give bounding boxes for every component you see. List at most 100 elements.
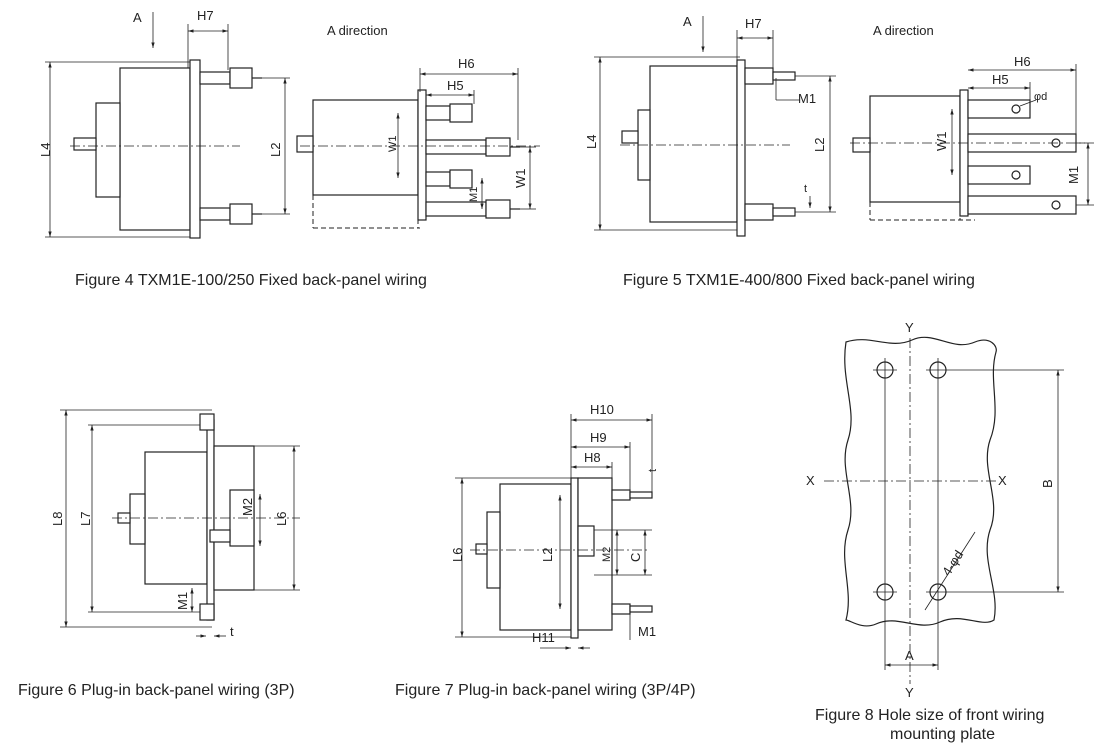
- fig5-adir-handle: [852, 137, 871, 153]
- fig8-y-bottom-label: Y: [905, 685, 914, 700]
- fig4-side-panel: [189, 59, 201, 239]
- fig5-side-panel: [736, 59, 746, 237]
- fig6-l8-label: L8: [50, 512, 65, 526]
- fig7-h11-label: H11: [532, 630, 555, 645]
- fig5-term-bot: [744, 203, 774, 221]
- figure-6: L8 L7 M2 L6 M1 t Figure 6 Plug-in back-p…: [18, 409, 300, 699]
- fig8-b-label: B: [1040, 479, 1055, 488]
- fig5-l2-label: L2: [812, 138, 827, 152]
- fig6-m1-label: M1: [175, 592, 190, 610]
- fig7-panel: [570, 477, 579, 639]
- fig4-l2-label: L2: [268, 143, 283, 157]
- fig4-adir-term4: [425, 201, 487, 217]
- fig4-adir-nut1: [449, 103, 473, 123]
- fig5-a-arrow-label: A: [683, 14, 692, 29]
- fig4-adir-term2: [425, 139, 487, 155]
- fig4-adir-body: [312, 99, 419, 196]
- fig8-caption-line1: Figure 8 Hole size of front wiring: [815, 707, 1044, 724]
- fig5-h7-label: H7: [745, 16, 762, 31]
- fig4-side-body: [119, 67, 191, 231]
- fig6-l6-label: L6: [274, 512, 289, 526]
- fig6-caption: Figure 6 Plug-in back-panel wiring (3P): [18, 682, 295, 699]
- figure-7: H10 H9 H8 t L6 L2 M2 C: [395, 402, 696, 699]
- figure-4: A H7 L4 L2 A direction: [38, 8, 540, 289]
- fig6-m2-label: M2: [240, 498, 255, 516]
- fig5-side-body: [649, 65, 738, 223]
- fig4-terminal-bot: [199, 207, 231, 221]
- fig5-adir-bar3: [967, 165, 1031, 185]
- fig4-m1-label: M1: [468, 187, 480, 202]
- fig7-caption: Figure 7 Plug-in back-panel wiring (3P/4…: [395, 682, 696, 699]
- fig7-bar-top: [629, 491, 653, 499]
- fig7-h9-label: H9: [590, 430, 607, 445]
- fig8-a-label: A: [905, 648, 914, 663]
- fig4-w1-inner-label: W1: [387, 136, 399, 153]
- fig7-plug: [577, 525, 595, 557]
- fig4-l4-label: L4: [38, 143, 53, 157]
- fig6-front: [129, 493, 146, 545]
- fig4-side-front: [95, 102, 121, 198]
- fig5-phid-leader: [1019, 99, 1037, 107]
- fig8-holes-leader: [924, 531, 976, 611]
- fig5-bar-bot: [772, 207, 796, 217]
- fig8-caption-line2: mounting plate: [890, 726, 995, 743]
- figure-5: A H7 A direction L4 M1 L2 t: [584, 14, 1094, 289]
- fig7-term-bot: [611, 603, 631, 615]
- fig6-l7-label: L7: [78, 512, 93, 526]
- fig5-w1-label: W1: [934, 132, 949, 152]
- fig4-adir-term1: [425, 105, 451, 121]
- fig5-term-top: [744, 67, 774, 85]
- fig7-h8-label: H8: [584, 450, 601, 465]
- fig5-t-label: t: [804, 183, 807, 195]
- fig6-panel: [206, 419, 215, 621]
- fig6-top-bolt: [199, 413, 215, 431]
- fig4-adir-term3: [425, 171, 451, 187]
- fig7-l2-label: L2: [540, 548, 555, 562]
- fig8-x-left-label: X: [806, 473, 815, 488]
- fig7-term-top: [611, 489, 631, 501]
- fig4-adir-handle: [296, 135, 314, 153]
- fig4-terminal-top: [199, 71, 231, 85]
- fig7-m2-label: M2: [601, 547, 613, 562]
- fig5-hole-1: [1011, 104, 1021, 114]
- fig4-nut-bot: [229, 203, 253, 225]
- fig7-h10-label: H10: [590, 402, 614, 417]
- fig8-x-right-label: X: [998, 473, 1007, 488]
- fig4-h5-label: H5: [447, 78, 464, 93]
- fig8-plate-outline: [844, 336, 997, 627]
- fig5-adir-bar1: [967, 99, 1031, 119]
- fig7-handle: [475, 543, 488, 555]
- fig7-c-label: C: [628, 553, 643, 562]
- fig5-hole-4: [1051, 200, 1061, 210]
- fig7-m1-label: M1: [638, 624, 656, 639]
- fig4-adir-nut2: [485, 137, 511, 157]
- fig5-l4-label: L4: [584, 135, 599, 149]
- fig4-adir-panel: [417, 89, 427, 221]
- figure-8: Y Y X X B A 4-φd Figure 8 Hole size of f…: [806, 320, 1064, 743]
- fig4-nut-top: [229, 67, 253, 89]
- fig5-m1-label: M1: [798, 91, 816, 106]
- fig4-a-direction-label: A direction: [327, 23, 388, 38]
- fig5-m1b-label: M1: [1066, 166, 1081, 184]
- fig6-plug: [209, 529, 231, 543]
- fig4-adir-nut3: [449, 169, 473, 189]
- fig7-bar-bot: [629, 605, 653, 613]
- fig5-h6-label: H6: [1014, 54, 1031, 69]
- fig5-phid-label: φd: [1034, 91, 1047, 103]
- fig4-a-arrow-label: A: [133, 10, 142, 25]
- fig8-y-top-label: Y: [905, 320, 914, 335]
- fig5-h5-label: H5: [992, 72, 1009, 87]
- fig4-w1-outer-label: W1: [513, 169, 528, 189]
- fig4-side-handle: [73, 137, 97, 151]
- fig6-t-label: t: [230, 624, 234, 639]
- fig6-bot-bolt: [199, 603, 215, 621]
- fig5-caption: Figure 5 TXM1E-400/800 Fixed back-panel …: [623, 272, 975, 289]
- fig4-h6-label: H6: [458, 56, 475, 71]
- fig4-h7-label: H7: [197, 8, 214, 23]
- fig5-side-handle: [621, 130, 639, 144]
- fig5-a-direction-label: A direction: [873, 23, 934, 38]
- fig7-l6-label: L6: [450, 548, 465, 562]
- fig5-adir-panel: [959, 89, 969, 217]
- fig7-t-label: t: [647, 469, 659, 472]
